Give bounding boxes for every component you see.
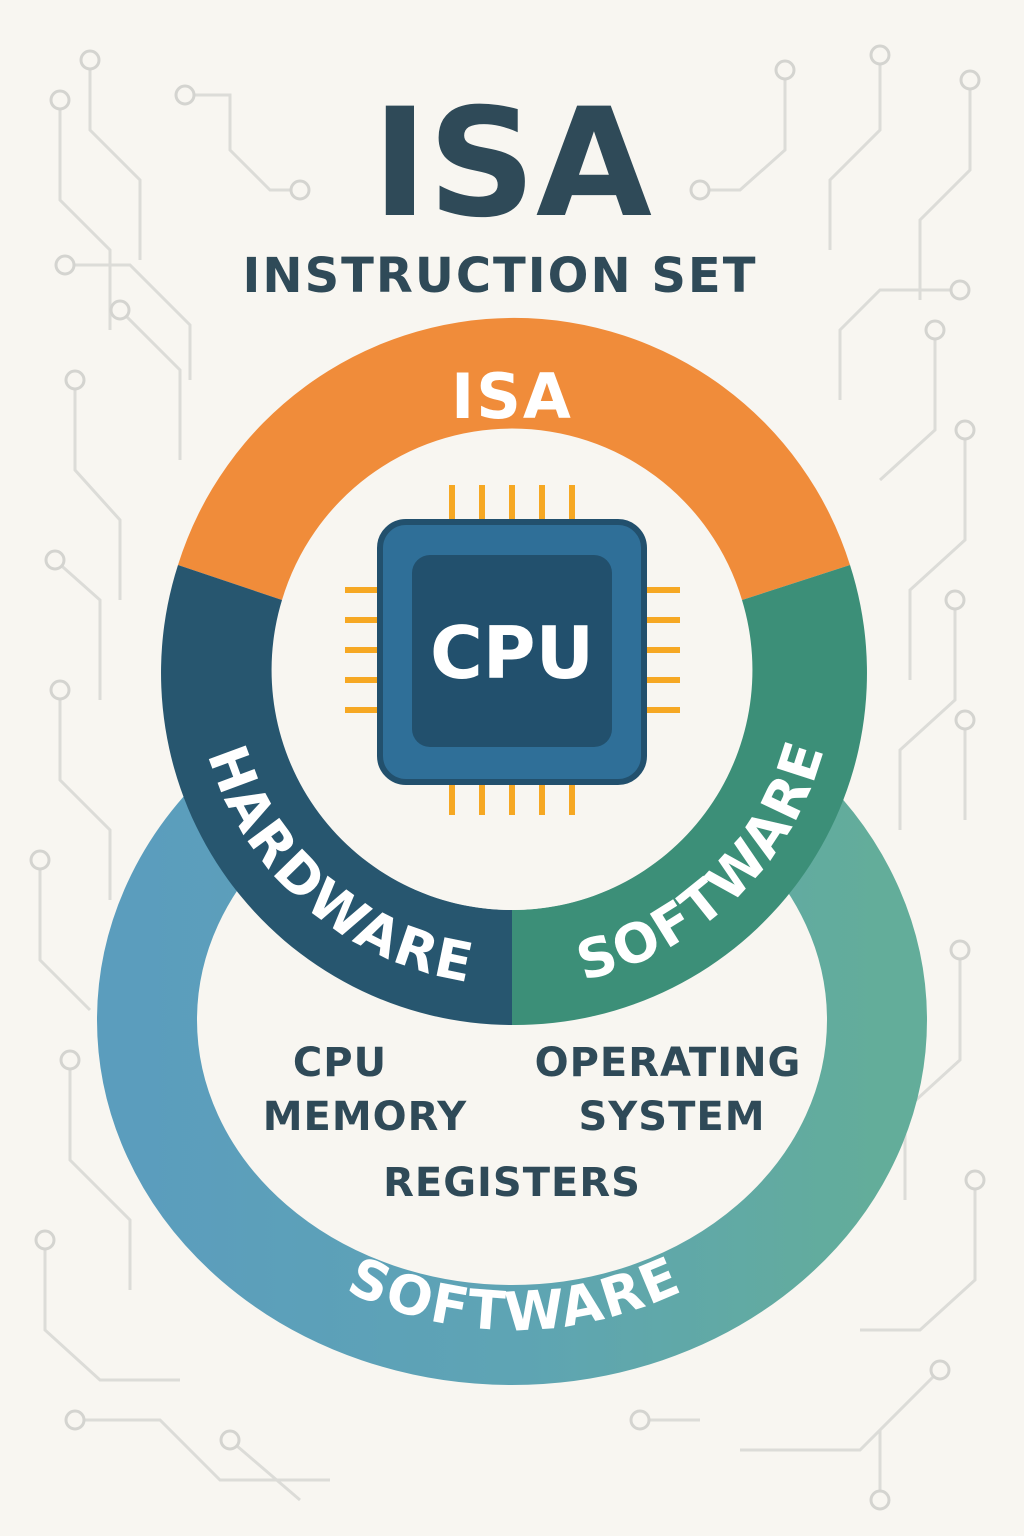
center-item-registers: REGISTERS — [383, 1160, 641, 1206]
software-item-operating: OPERATING — [535, 1040, 802, 1086]
software-item-system: SYSTEM — [579, 1094, 766, 1140]
cpu-label: CPU — [430, 611, 594, 695]
cpu-chip-icon: CPU — [345, 485, 680, 815]
hardware-item-cpu: CPU — [293, 1040, 387, 1086]
page-title: ISA — [372, 77, 652, 251]
page-subtitle: INSTRUCTION SET — [243, 248, 758, 304]
hardware-item-memory: MEMORY — [263, 1094, 468, 1140]
isa-ring-label: ISA — [451, 360, 573, 433]
